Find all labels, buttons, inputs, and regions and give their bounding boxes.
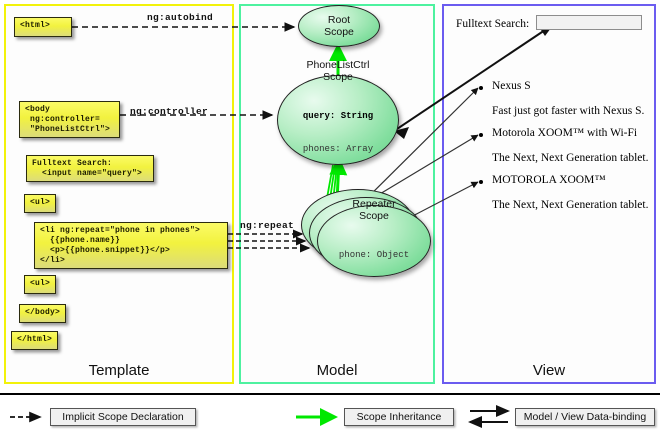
code-box-ul-open[interactable]: <ul>: [24, 194, 56, 213]
view-item-title: Motorola XOOM™ with Wi-Fi: [492, 127, 638, 139]
legend-item-scope-inheritance: Scope Inheritance: [344, 408, 454, 426]
fulltext-search-input[interactable]: [536, 15, 642, 30]
view-item-desc: The Next, Next Generation tablet.: [492, 152, 649, 164]
view-item-title: MOTOROLA XOOM™: [492, 174, 606, 186]
scope-repeater[interactable]: Repeater Scope phone: Object: [317, 198, 431, 277]
scope-root[interactable]: Root Scope: [298, 5, 380, 47]
panel-label-model: Model: [316, 362, 358, 379]
panel-label-template: Template: [88, 362, 150, 379]
scope-phonelistctrl[interactable]: PhoneListCtrl Scope query: String phones…: [277, 59, 399, 165]
view-item-title: Nexus S: [492, 80, 531, 92]
panel-label-view: View: [532, 362, 566, 379]
legend-arrow-binding: [468, 405, 510, 428]
panel-view: [442, 4, 656, 384]
scope-phonelistctrl-title: PhoneListCtrl Scope: [306, 59, 370, 83]
scope-repeater-title: Repeater Scope: [352, 197, 396, 222]
code-box-html-close[interactable]: </html>: [11, 331, 58, 350]
code-box-body-close[interactable]: </body>: [19, 304, 66, 323]
edge-label-ng-repeat: ng:repeat: [240, 220, 295, 231]
view-search-label: Fulltext Search:: [456, 18, 530, 30]
view-item-desc: Fast just got faster with Nexus S.: [492, 105, 645, 117]
code-box-ul-close[interactable]: <ul>: [24, 275, 56, 294]
view-item-bullet: [479, 133, 483, 137]
view-item-desc: The Next, Next Generation tablet.: [492, 199, 649, 211]
legend-item-model-view-data-binding: Model / View Data-binding: [515, 408, 655, 426]
view-item-bullet: [479, 86, 483, 90]
code-box-body-open[interactable]: <body ng:controller= "PhoneListCtrl">: [19, 101, 120, 138]
scope-root-title: Root Scope: [324, 14, 354, 38]
scope-phonelistctrl-props: query: String phones: Array: [302, 111, 374, 154]
legend-item-implicit-scope-declaration: Implicit Scope Declaration: [50, 408, 196, 426]
edge-label-ng-controller: ng:controller: [130, 106, 209, 117]
code-box-li-repeat[interactable]: <li ng:repeat="phone in phones"> {{phone…: [34, 222, 228, 269]
code-box-search[interactable]: Fulltext Search: <input name="query">: [26, 155, 154, 182]
code-box-html-open[interactable]: <html>: [14, 17, 72, 37]
view-item-bullet: [479, 180, 483, 184]
legend-divider: [0, 393, 660, 395]
scope-repeater-props: phone: Object: [338, 249, 410, 260]
edge-label-ng-autobind: ng:autobind: [147, 12, 214, 23]
